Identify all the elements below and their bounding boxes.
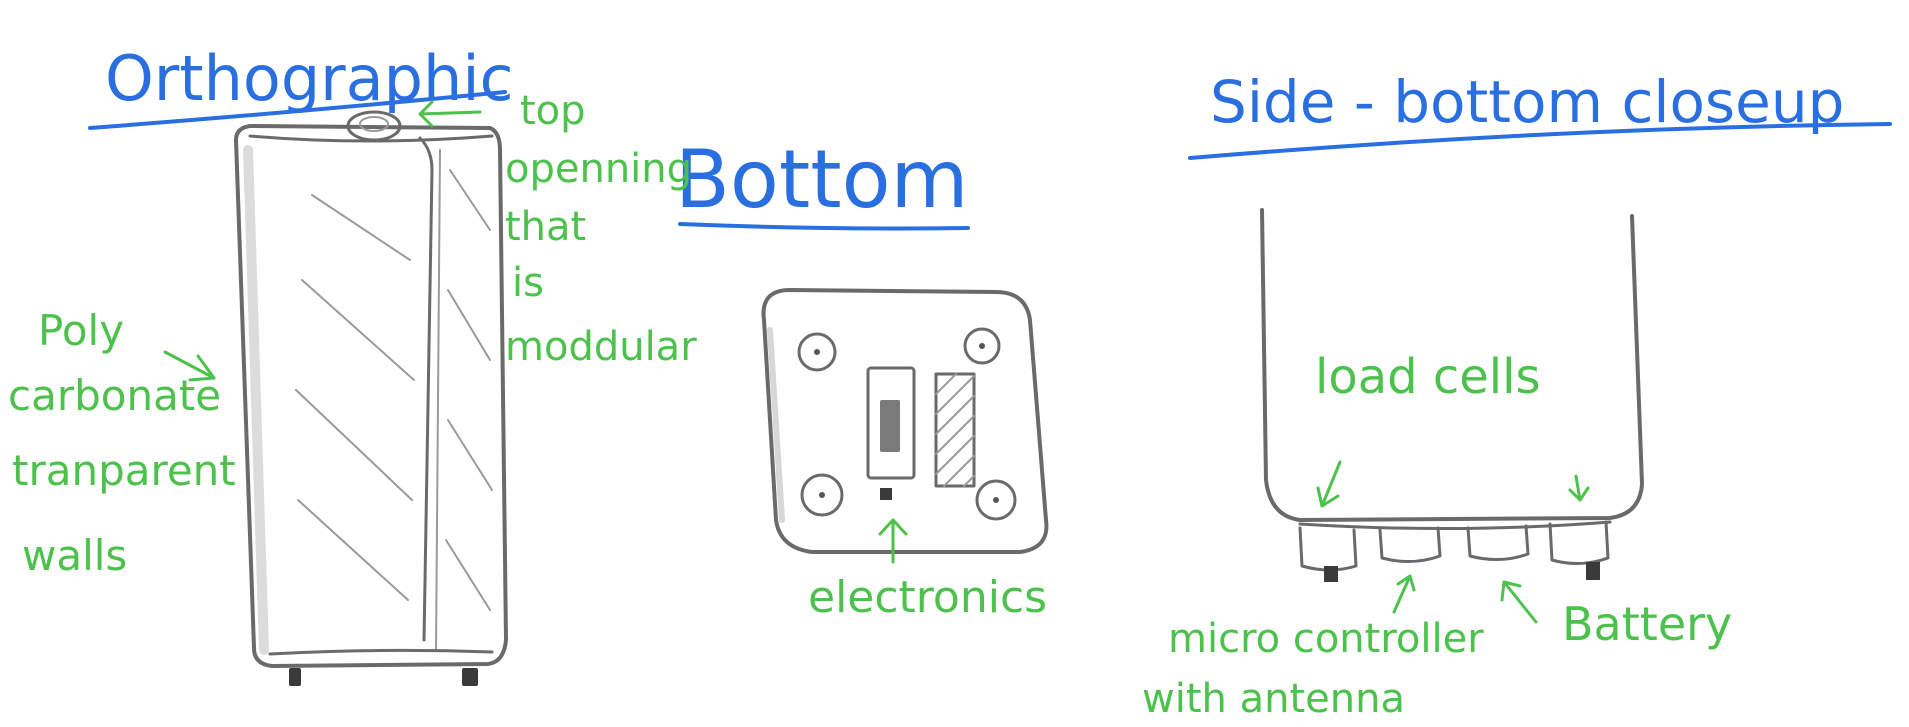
electronics-board xyxy=(880,400,900,452)
load-cell-right-foot xyxy=(1586,562,1600,580)
load-cell-left xyxy=(1298,526,1358,572)
top-opening-cap xyxy=(346,110,402,142)
tower-outer-outline xyxy=(234,124,508,668)
microcontroller-box xyxy=(1378,526,1442,563)
load-cells-label: load cells xyxy=(1315,349,1540,405)
closeup-base-edge xyxy=(1298,520,1612,531)
walls-line-3: tranparent xyxy=(12,446,236,495)
heading-bottom: Bottom xyxy=(675,133,968,226)
tower-panel-edge xyxy=(435,149,441,651)
microcontroller-line-2: with antenna xyxy=(1142,676,1405,722)
heading-bottom-group: Bottom xyxy=(675,133,970,231)
bottom-foot-top-left-dot xyxy=(814,349,820,355)
top-opening-line-3: that xyxy=(505,204,586,250)
electronics-label: electronics xyxy=(808,572,1047,623)
glass-reflection-8 xyxy=(445,539,491,611)
top-opening-line-2: openning xyxy=(505,146,692,192)
bottom-foot-bottom-left-dot xyxy=(819,492,825,498)
walls-arrow xyxy=(163,350,216,382)
electronics-connector xyxy=(880,488,892,500)
walls-label: Poly carbonate tranparent walls xyxy=(8,306,249,580)
bottom-foot-top-right xyxy=(963,327,1001,365)
bottom-foot-bottom-right xyxy=(975,479,1017,521)
bottom-foot-top-left xyxy=(797,332,837,372)
orthographic-tower-sketch xyxy=(234,110,508,686)
tower-left-shading xyxy=(243,145,269,655)
load-cells-arrow-left xyxy=(1316,460,1342,508)
bottom-foot-bottom-right-dot xyxy=(993,497,999,503)
battery-annotation: Battery xyxy=(1500,580,1732,651)
microcontroller-line-1: micro controller xyxy=(1168,616,1484,662)
bottom-plate-shading xyxy=(767,327,785,523)
glass-reflection-7 xyxy=(447,419,493,491)
glass-reflection-4 xyxy=(297,499,409,601)
top-opening-label: top openning that is moddular xyxy=(505,88,705,370)
microcontroller-label: micro controller with antenna xyxy=(1142,616,1496,722)
tower-foot-right xyxy=(462,668,478,686)
walls-annotation: Poly carbonate tranparent walls xyxy=(8,306,249,580)
battery-arrow xyxy=(1500,580,1538,624)
electronics-annotation: electronics xyxy=(808,518,1047,623)
heading-orthographic-group: Orthographic xyxy=(88,42,514,130)
heading-side-bottom-group: Side - bottom closeup xyxy=(1188,68,1892,160)
bottom-plate-outline xyxy=(761,288,1049,554)
top-opening-line-5: moddular xyxy=(505,324,697,370)
load-cells-arrow-right xyxy=(1568,474,1590,502)
microcontroller-arrow xyxy=(1392,574,1416,614)
top-opening-arrow xyxy=(418,100,482,128)
tower-foot-left xyxy=(289,668,301,686)
glass-reflection-2 xyxy=(301,279,415,381)
microcontroller-annotation: micro controller with antenna xyxy=(1142,574,1496,722)
top-opening-annotation: top openning that is moddular xyxy=(418,88,705,370)
glass-reflection-3 xyxy=(295,389,413,501)
tower-base-edge xyxy=(268,648,494,656)
battery-box xyxy=(1466,524,1530,561)
top-opening-line-1: top xyxy=(520,88,586,134)
walls-line-2: carbonate xyxy=(8,371,221,420)
bottom-foot-bottom-left xyxy=(800,473,844,517)
heading-orthographic: Orthographic xyxy=(105,42,514,115)
walls-line-4: walls xyxy=(22,531,127,580)
bottom-foot-top-right-dot xyxy=(979,343,985,349)
tower-panel-divider xyxy=(418,136,434,642)
battery-label: Battery xyxy=(1562,597,1732,651)
electronics-module xyxy=(866,366,916,480)
glass-reflection-5 xyxy=(449,169,491,231)
load-cell-right xyxy=(1548,520,1610,565)
glass-reflection-6 xyxy=(447,289,491,361)
top-opening-cap-inner xyxy=(359,116,389,132)
walls-line-1: Poly xyxy=(38,306,124,355)
side-bottom-closeup-sketch xyxy=(1260,208,1644,582)
heading-side-bottom: Side - bottom closeup xyxy=(1210,68,1844,136)
load-cells-annotation: load cells xyxy=(1315,349,1590,508)
electronics-arrow xyxy=(878,518,908,564)
closeup-body-outline xyxy=(1260,208,1644,522)
heading-side-bottom-underline xyxy=(1188,122,1892,160)
glass-reflection-1 xyxy=(311,194,411,261)
heading-bottom-underline xyxy=(678,222,970,231)
heading-orthographic-underline xyxy=(88,90,507,130)
load-cell-left-foot xyxy=(1324,566,1338,582)
bottom-battery-hatching xyxy=(935,373,975,487)
top-opening-line-4: is xyxy=(512,260,544,306)
bottom-view-sketch xyxy=(761,288,1049,554)
